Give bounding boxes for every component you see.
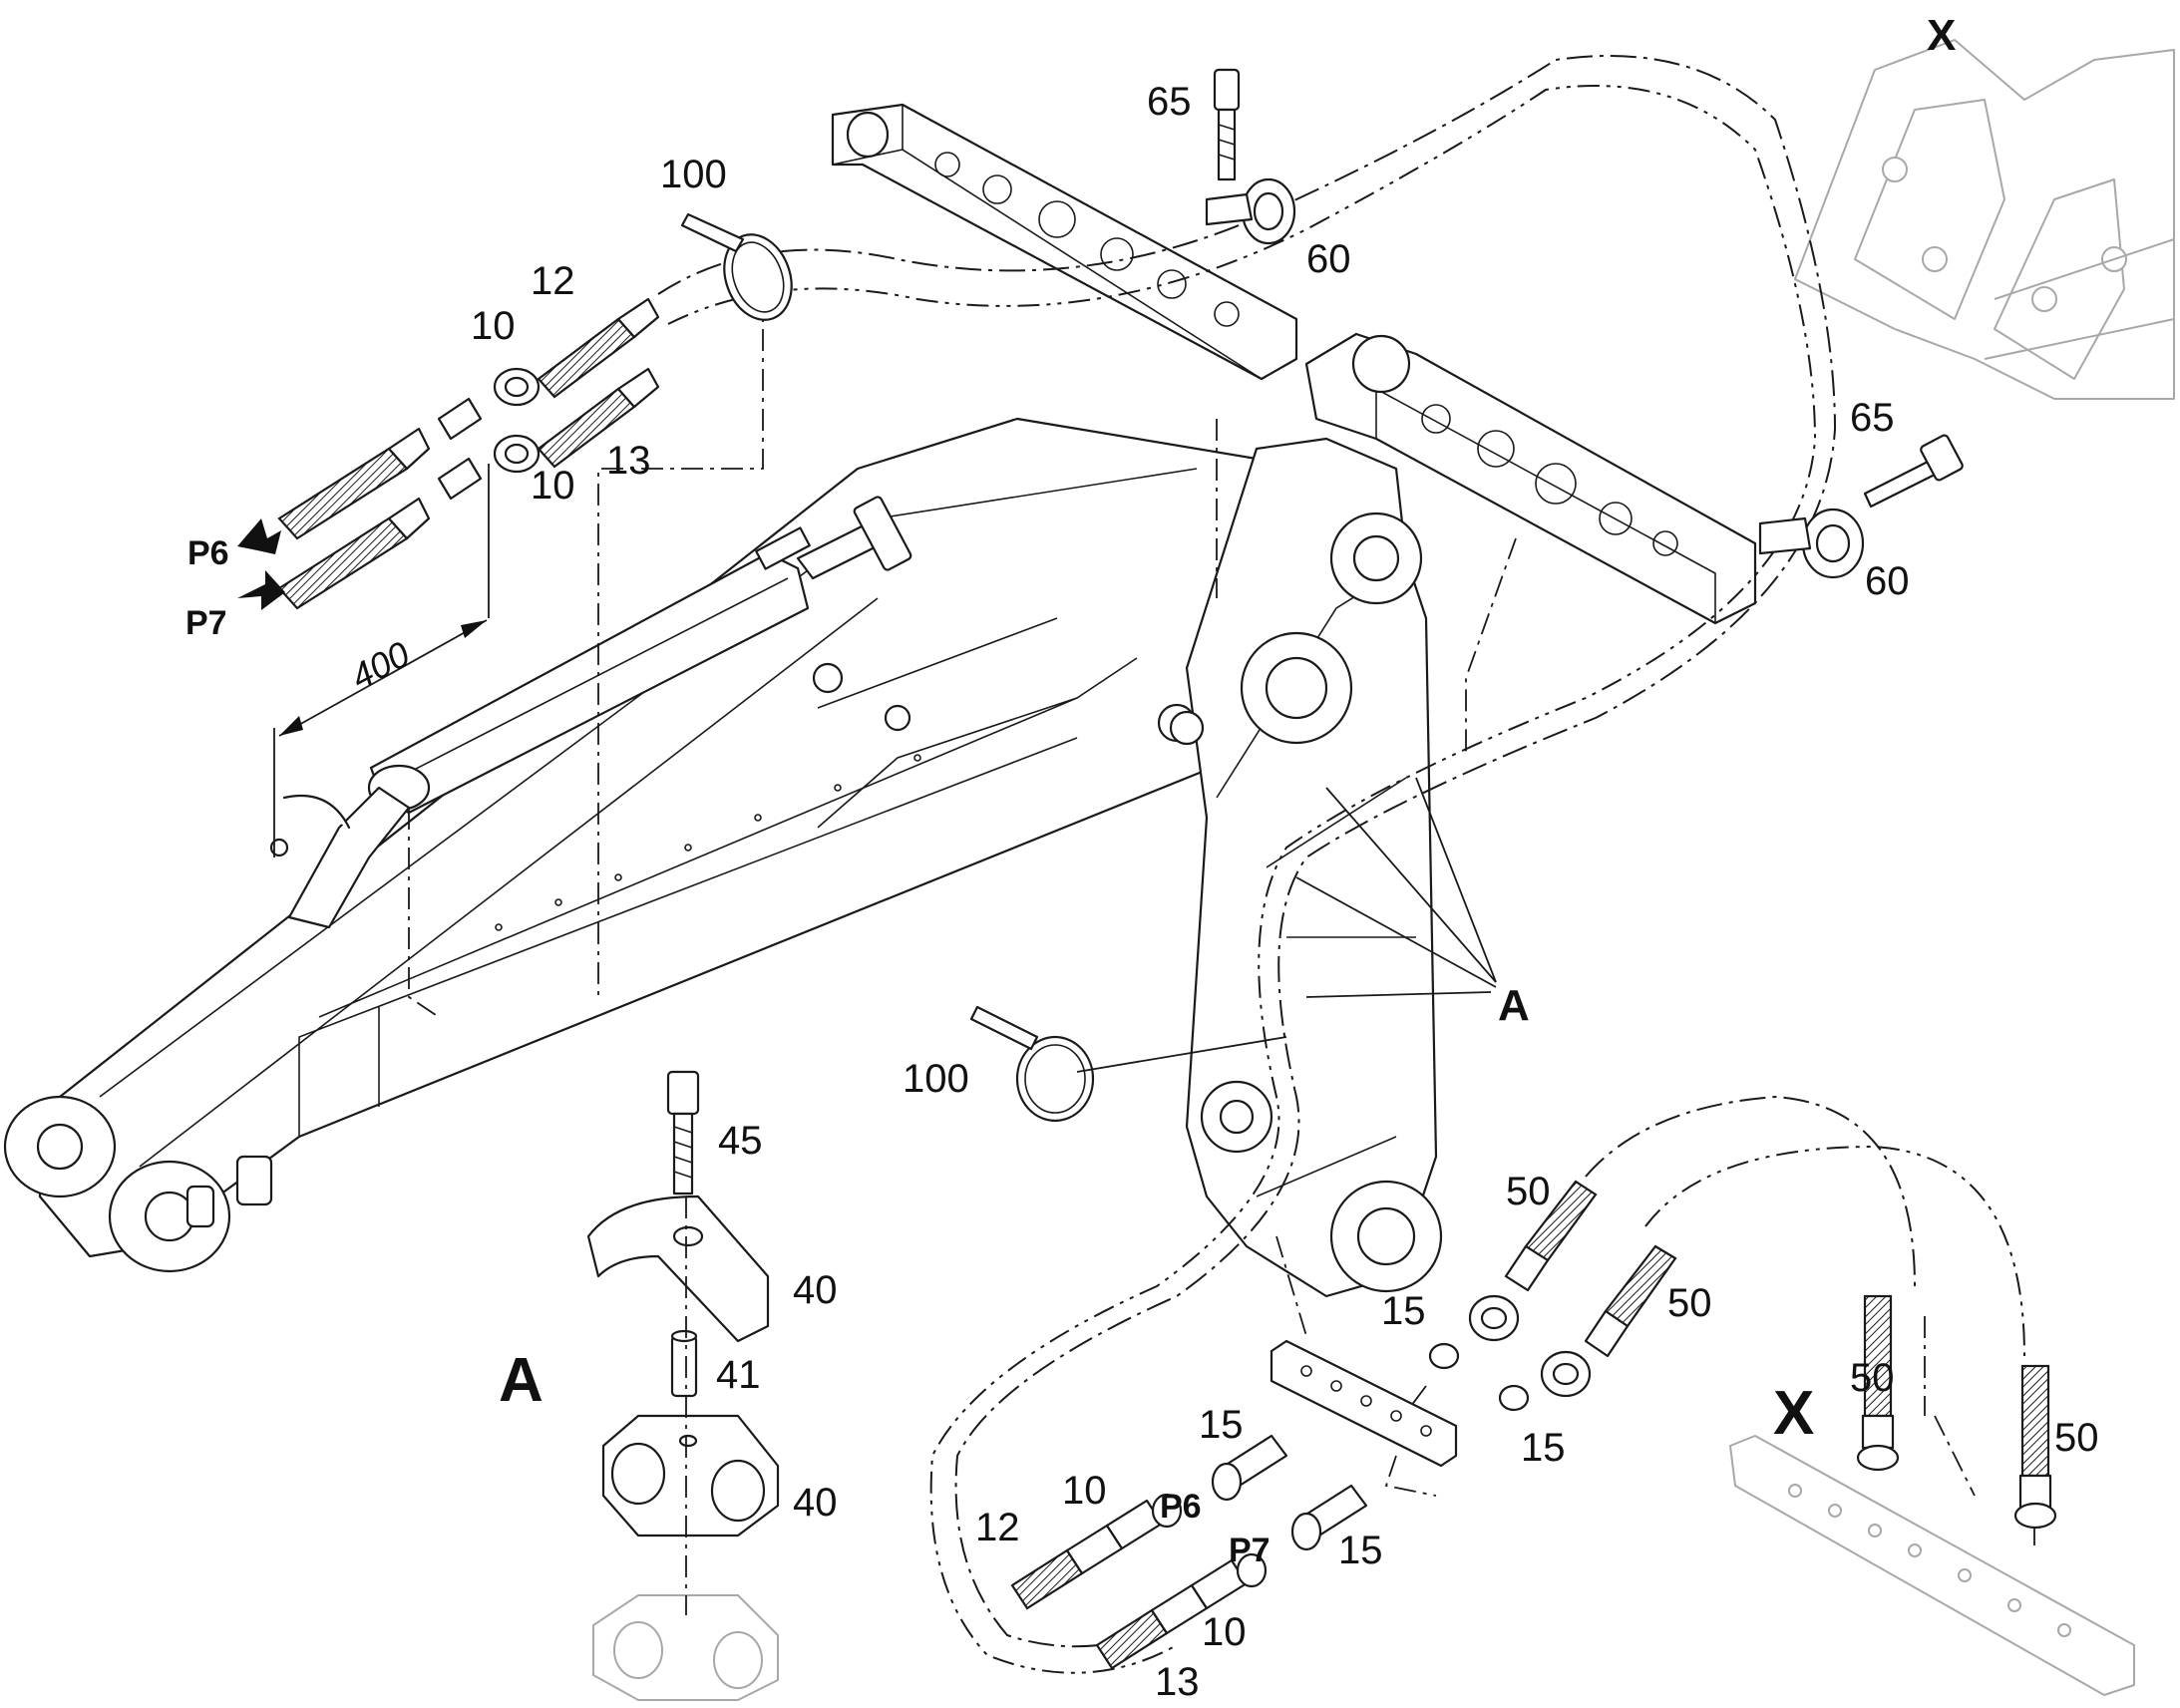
clamp-cover-40 (586, 1195, 770, 1343)
callout-41: 41 (716, 1353, 761, 1397)
boom-arm (3, 417, 1398, 1273)
main-boom (1169, 437, 1443, 1298)
adapter-15-p6 (1211, 1434, 1288, 1502)
bolt-65-top (1213, 68, 1241, 181)
hose-12-bottom (1010, 1493, 1183, 1610)
port-p7-left: P7 (185, 604, 227, 642)
dimension-400-label: 400 (344, 633, 416, 697)
port-p7-detail: P7 (1229, 1532, 1271, 1569)
callout-15-b: 15 (1521, 1426, 1566, 1470)
hose-50-d (2013, 1364, 2057, 1530)
callout-40-bot: 40 (793, 1481, 838, 1525)
callout-65-top: 65 (1147, 80, 1192, 124)
bolt-65-right (1863, 434, 1964, 509)
callout-13-bot: 13 (1155, 1660, 1200, 1704)
hose-13-bottom (1095, 1552, 1268, 1670)
detail-a-pointer-label: A (1498, 981, 1530, 1030)
spacer-41 (670, 1329, 698, 1398)
callout-50-d: 50 (2054, 1416, 2099, 1460)
clamp-60-top (1205, 177, 1296, 245)
callout-10-a: 10 (471, 304, 516, 348)
hose-assembly-12 (493, 297, 660, 407)
clamp-block-ghost (592, 1594, 779, 1701)
callout-60-top: 60 (1306, 237, 1351, 281)
hose-50-b (1540, 1244, 1677, 1398)
detail-x-top-label: X (1927, 11, 1956, 60)
callout-40-top: 40 (793, 1268, 838, 1312)
callout-10-b: 10 (531, 464, 575, 508)
hose-50-a (1468, 1180, 1598, 1342)
arrow-p7-icon (237, 570, 285, 610)
callout-50-a: 50 (1506, 1170, 1551, 1213)
callout-65-right: 65 (1850, 396, 1895, 440)
bolt-45 (666, 1070, 700, 1196)
detail-x-top-view (1794, 39, 2175, 400)
adapter-fittings-left (277, 397, 483, 610)
callout-45: 45 (718, 1119, 763, 1163)
cable-tie-100-top (680, 212, 793, 321)
callout-100-top: 100 (660, 153, 727, 196)
hose-50-c (1856, 1294, 1900, 1472)
callout-12-bot: 12 (975, 1506, 1020, 1549)
callout-10-d: 10 (1202, 1610, 1247, 1654)
callout-10-c: 10 (1062, 1469, 1107, 1513)
callout-60-right: 60 (1865, 559, 1910, 603)
callout-labels: 100 12 10 13 10 P6 P7 400 65 60 65 60 X … (185, 11, 2099, 1704)
callout-12-top: 12 (531, 259, 575, 303)
port-p6-detail: P6 (1160, 1488, 1202, 1526)
dimension-400 (273, 464, 490, 857)
callout-15-c: 15 (1199, 1403, 1244, 1447)
boom-cylinder (269, 496, 912, 929)
callout-100-mid: 100 (903, 1057, 969, 1101)
adapter-15-p7 (1290, 1484, 1368, 1551)
clamp-block-40 (601, 1414, 780, 1537)
washers-15 (1428, 1342, 1530, 1412)
plate-bracket (1270, 1339, 1458, 1468)
callout-50-c: 50 (1850, 1356, 1895, 1400)
detail-x-bracket-bar (1729, 1435, 2135, 1696)
detail-x-bottom-label: X (1773, 1379, 1814, 1448)
leader-lines (1076, 777, 1497, 1073)
callout-15-d: 15 (1338, 1529, 1383, 1572)
callout-13-top: 13 (606, 439, 651, 483)
detail-a-label: A (499, 1346, 544, 1415)
clamp-60-right (1758, 508, 1865, 579)
upper-rail-bracket (831, 103, 1298, 381)
hose-assembly-13 (493, 367, 660, 474)
cable-tie-100-mid (969, 1005, 1095, 1123)
callout-50-b: 50 (1667, 1281, 1712, 1325)
callout-15-a: 15 (1381, 1289, 1426, 1333)
port-p6-left: P6 (187, 534, 229, 572)
arrow-p6-icon (237, 518, 281, 554)
